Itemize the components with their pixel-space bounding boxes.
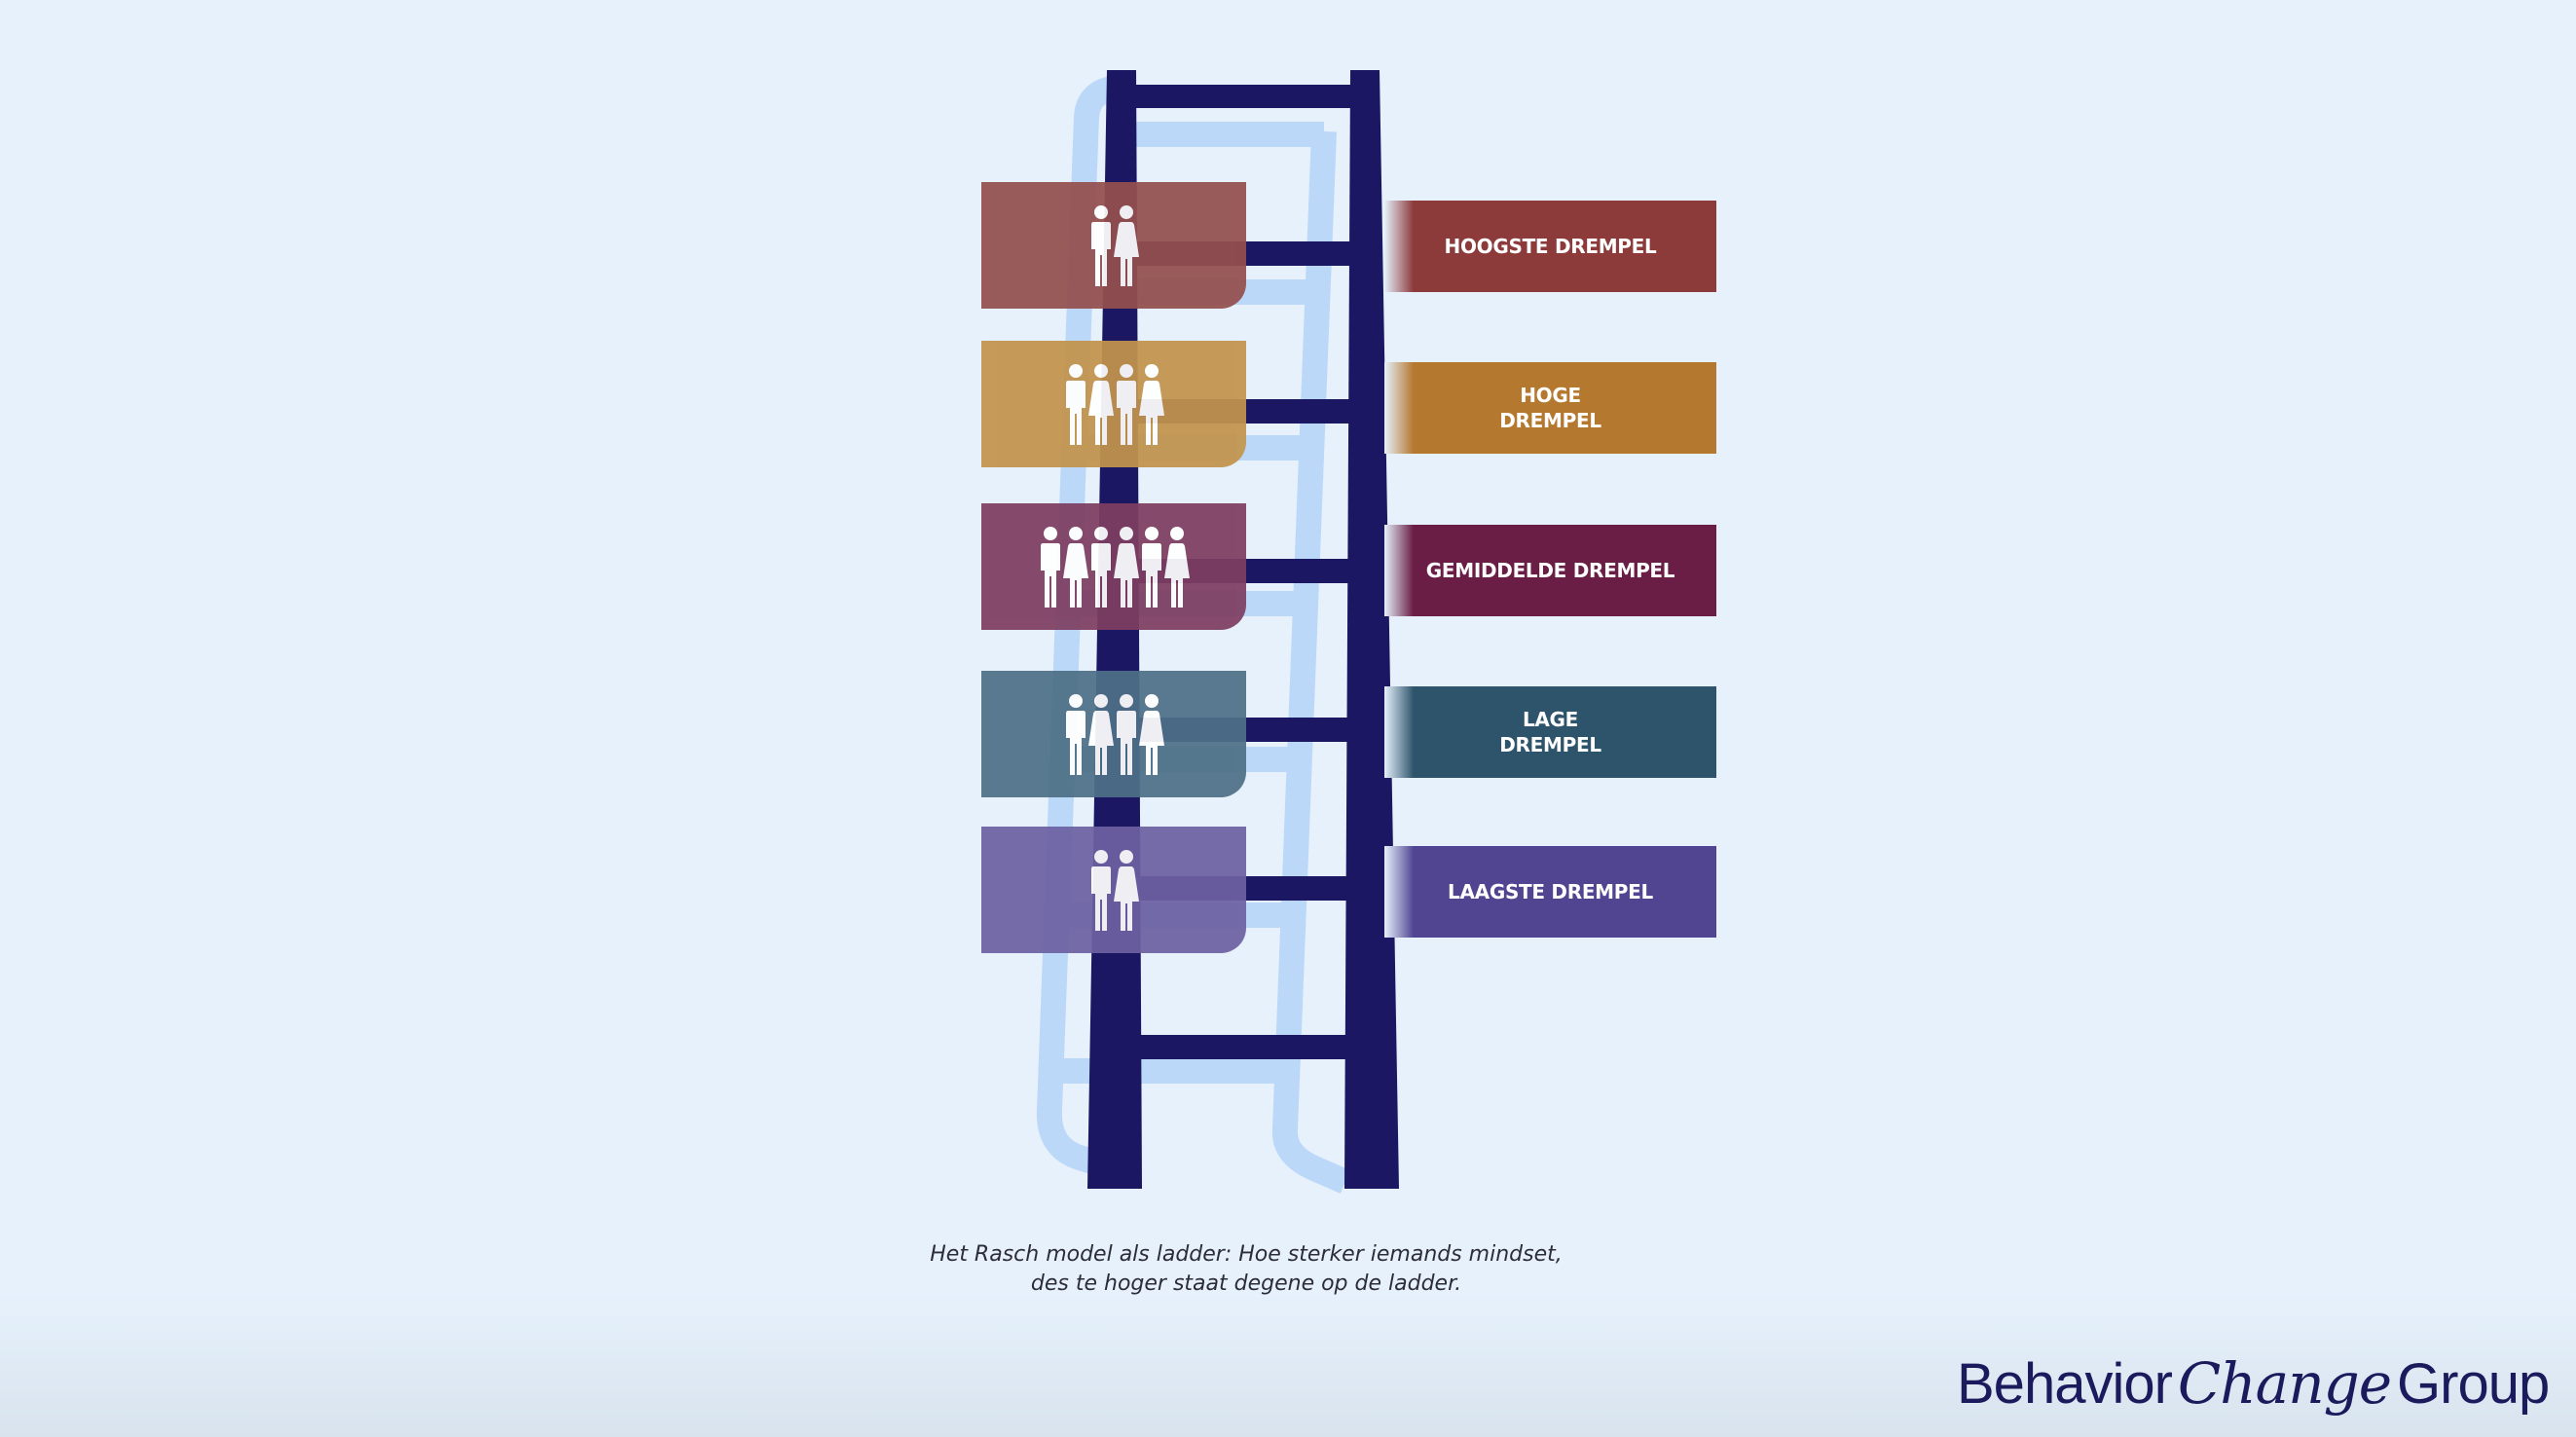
male-person-icon [1139, 526, 1164, 608]
male-person-icon [1088, 204, 1114, 286]
threshold-label-medium: GEMIDDELDE DREMPEL [1384, 525, 1716, 616]
people-box-level-3 [981, 503, 1246, 630]
female-person-icon [1114, 849, 1139, 931]
ladder-rung-top [1129, 85, 1353, 108]
male-person-icon [1114, 363, 1139, 445]
female-person-icon [1139, 363, 1164, 445]
logo-word-behavior: Behavior [1957, 1352, 2173, 1416]
people-box-level-2 [981, 341, 1246, 467]
people-box-level-5 [981, 827, 1246, 953]
ladder-rung-bottom [1131, 1035, 1357, 1059]
male-person-icon [1038, 526, 1063, 608]
female-person-icon [1088, 363, 1114, 445]
male-person-icon [1088, 849, 1114, 931]
female-person-icon [1088, 693, 1114, 775]
male-person-icon [1063, 693, 1088, 775]
male-person-icon [1063, 363, 1088, 445]
female-person-icon [1063, 526, 1088, 608]
people-box-level-4 [981, 671, 1246, 797]
male-person-icon [1114, 693, 1139, 775]
female-person-icon [1164, 526, 1190, 608]
threshold-label-highest: HOOGSTE DREMPEL [1384, 201, 1716, 292]
caption-line-1: Het Rasch model als ladder: Hoe sterker … [930, 1242, 1563, 1267]
threshold-label-lowest: LAAGSTE DREMPEL [1384, 846, 1716, 938]
logo-word-change: Change [2177, 1350, 2392, 1417]
caption-line-2: des te hoger staat degene op de ladder. [1030, 1271, 1462, 1296]
logo-word-group: Group [2397, 1352, 2550, 1416]
female-person-icon [1139, 693, 1164, 775]
threshold-label-high: HOGE DREMPEL [1384, 362, 1716, 454]
threshold-label-low: LAGE DREMPEL [1384, 686, 1716, 778]
people-box-level-1 [981, 182, 1246, 309]
female-person-icon [1114, 526, 1139, 608]
male-person-icon [1088, 526, 1114, 608]
figure-caption: Het Rasch model als ladder: Hoe sterker … [876, 1240, 1616, 1299]
female-person-icon [1114, 204, 1139, 286]
